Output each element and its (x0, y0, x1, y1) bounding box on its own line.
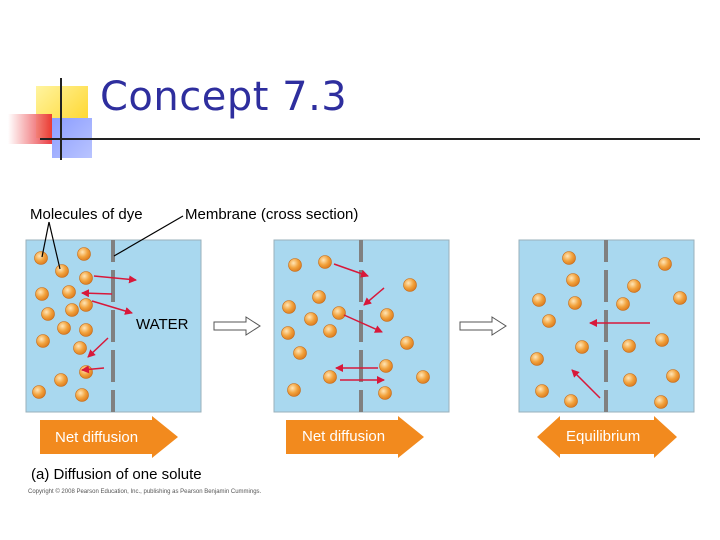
equilibrium-arrow (537, 416, 677, 458)
net-diffusion-arrow-left (40, 416, 178, 458)
net-diffusion-label-middle: Net diffusion (302, 428, 386, 445)
molecules-middle (281, 255, 430, 400)
molecules-right (530, 251, 687, 409)
figure-caption: (a) Diffusion of one solute (31, 466, 202, 483)
net-diffusion-label-left: Net diffusion (55, 429, 139, 446)
process-arrows (213, 316, 507, 336)
label-molecules-of-dye: Molecules of dye (30, 206, 143, 223)
label-pointers (41, 215, 184, 270)
motion-arrows (81, 263, 650, 399)
label-water: WATER (136, 316, 189, 333)
label-membrane: Membrane (cross section) (185, 206, 359, 223)
copyright-notice: Copyright © 2008 Pearson Education, Inc.… (28, 489, 262, 495)
equilibrium-label: Equilibrium (566, 428, 641, 445)
net-diffusion-arrow-middle (286, 416, 424, 458)
slide-title: Concept 7.3 (100, 74, 348, 120)
